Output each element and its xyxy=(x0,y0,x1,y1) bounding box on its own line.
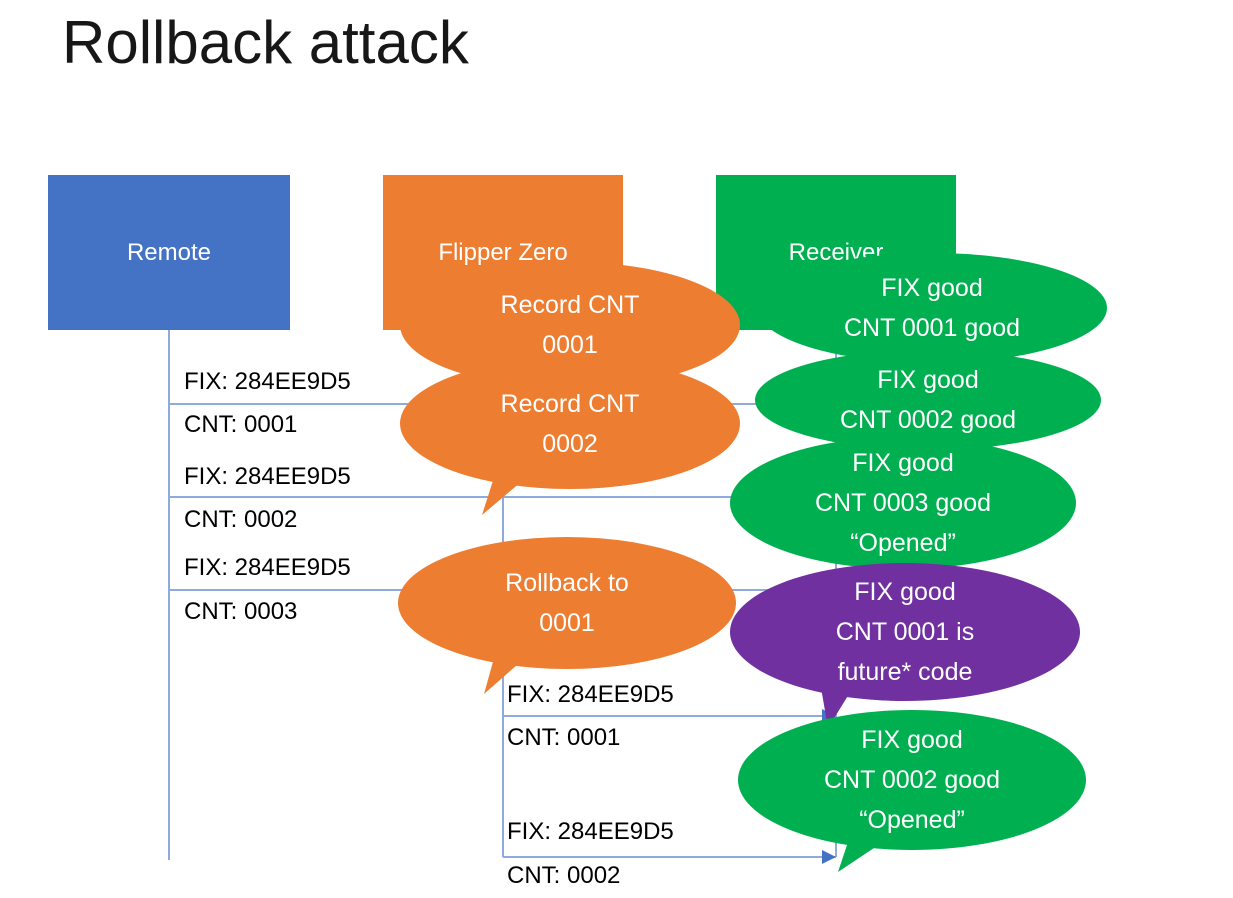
lifeline-remote xyxy=(168,330,170,860)
message-fix-label: FIX: 284EE9D5 xyxy=(184,554,351,581)
callout-ellipse xyxy=(738,710,1086,850)
callout-ellipse xyxy=(730,563,1080,701)
callout-text-line: FIX good xyxy=(852,449,954,477)
message-cnt-label: CNT: 0002 xyxy=(184,506,298,533)
callout-text-line: 0001 xyxy=(542,331,598,359)
message-fix-label: FIX: 284EE9D5 xyxy=(507,681,674,708)
callout-text-line: FIX good xyxy=(861,726,963,754)
callout-text-line: CNT 0003 good xyxy=(814,489,992,517)
actor-label-remote: Remote xyxy=(126,238,212,266)
callout-text-line: Record CNT xyxy=(500,389,640,418)
callout-tail xyxy=(820,682,854,728)
arrowhead-icon xyxy=(822,850,836,864)
callout-text-line: future* code xyxy=(837,658,973,686)
callout-tail xyxy=(838,836,886,872)
callout-text-line: FIX good xyxy=(881,274,983,302)
actor-box-remote: Remote xyxy=(48,175,290,330)
message-cnt-label: CNT: 0001 xyxy=(507,724,621,751)
message-fix-label: FIX: 284EE9D5 xyxy=(184,463,351,490)
callout-fix-good-cnt-0002-opened: FIX good CNT 0002 good “Opened” xyxy=(738,710,1086,850)
callout-tail xyxy=(484,644,534,694)
callout-fix-good-cnt-0001: FIX good CNT 0001 good xyxy=(757,253,1107,363)
callout-ellipse xyxy=(755,350,1101,450)
callout-text-line: CNT 0002 good xyxy=(839,406,1017,434)
callout-text-line: FIX good xyxy=(854,578,956,606)
message-fix-label: FIX: 284EE9D5 xyxy=(184,368,351,395)
callout-text-line: “Opened” xyxy=(850,529,956,557)
callout-ellipse xyxy=(730,437,1076,569)
callout-text-line: CNT 0002 good xyxy=(823,766,1001,794)
callout-ellipse xyxy=(398,537,736,669)
callout-ellipse xyxy=(400,358,740,489)
callout-ellipse xyxy=(757,253,1107,363)
message-fix-label: FIX: 284EE9D5 xyxy=(507,818,674,845)
callout-fix-good-cnt-0001-future-code: FIX good CNT 0001 is future* code xyxy=(730,563,1080,701)
callout-text-line: Record CNT xyxy=(500,291,640,319)
callout-fix-good-cnt-0003-opened: FIX good CNT 0003 good “Opened” xyxy=(730,437,1076,569)
callout-record-cnt-0002: Record CNT 0002 xyxy=(400,358,740,489)
callout-text-line: “Opened” xyxy=(859,806,965,834)
callout-rollback-to-0001: Rollback to 0001 xyxy=(398,537,736,669)
message-cnt-label: CNT: 0001 xyxy=(184,411,298,438)
message-line-4 xyxy=(503,715,836,717)
callout-text-line: Rollback to xyxy=(505,569,629,597)
message-cnt-label: CNT: 0003 xyxy=(184,598,298,625)
callout-tail xyxy=(482,465,534,515)
callout-text-line: 0001 xyxy=(539,609,595,637)
message-line-5 xyxy=(503,856,836,858)
message-cnt-label: CNT: 0002 xyxy=(507,862,621,889)
callout-text-line: 0002 xyxy=(542,429,598,458)
callout-fix-good-cnt-0002: FIX good CNT 0002 good xyxy=(755,350,1101,450)
slide-title: Rollback attack xyxy=(62,9,469,76)
callout-text-line: CNT 0001 good xyxy=(843,314,1021,342)
callout-text-line: FIX good xyxy=(877,366,979,394)
callout-text-line: CNT 0001 is xyxy=(835,618,975,646)
actor-label-flipper-zero: Flipper Zero xyxy=(438,238,568,266)
